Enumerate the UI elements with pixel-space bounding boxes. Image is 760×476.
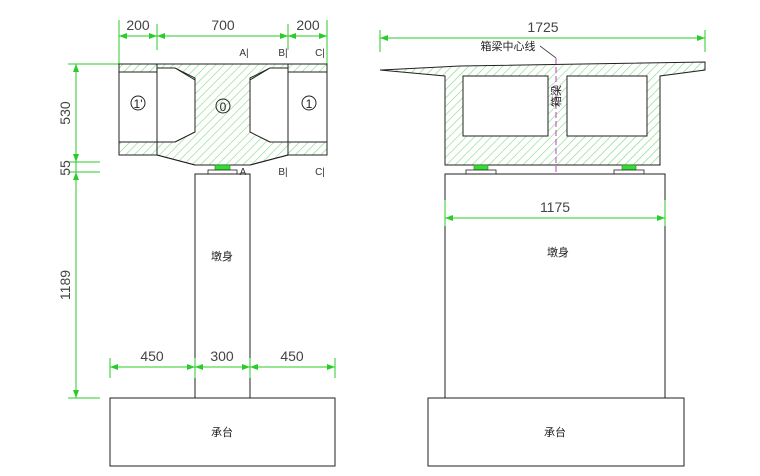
section-b-bottom: B| — [278, 167, 287, 178]
right-cap-label: 承台 — [544, 425, 566, 439]
left-pier-label: 墩身 — [211, 249, 233, 263]
dim-1175: 1175 — [540, 199, 570, 215]
cell-0-label: 0 — [220, 100, 227, 114]
right-pile-cap — [427, 397, 685, 467]
section-c-bottom: C| — [315, 167, 325, 178]
dim-450-left: 450 — [140, 348, 164, 364]
cell-1prime-label: 1' — [134, 97, 143, 111]
cell-1-label: 1 — [306, 97, 313, 111]
left-top-dimension: 200 700 200 — [118, 17, 328, 64]
dim-200-right: 200 — [296, 17, 320, 33]
left-bearing — [207, 164, 238, 175]
right-mid-dimension: 1175 — [444, 199, 666, 226]
girder-label: 箱梁 — [549, 85, 563, 107]
left-girder-section: 1' 0 1 A| B| C| A B| C| — [118, 48, 328, 178]
dim-300: 300 — [210, 348, 234, 364]
section-a-bottom: A — [240, 167, 247, 178]
section-c-top: C| — [315, 48, 325, 59]
left-pier-column — [194, 173, 251, 399]
section-a-top: A| — [239, 48, 248, 59]
right-top-dimension: 1725 — [379, 19, 706, 52]
left-bottom-dimension: 450 300 450 — [109, 348, 336, 378]
right-girder-void-left — [462, 75, 549, 137]
section-b-top: B| — [278, 48, 287, 59]
dim-530: 530 — [57, 101, 73, 125]
right-bearings — [465, 164, 645, 175]
dim-55: 55 — [57, 160, 73, 176]
right-pier-label: 墩身 — [547, 245, 569, 259]
cell-1-marker — [301, 95, 317, 111]
cell-0-marker — [215, 98, 231, 114]
dim-1725: 1725 — [527, 19, 558, 35]
dim-1189: 1189 — [57, 270, 73, 300]
left-view: 200 700 200 530 55 1189 — [57, 17, 336, 467]
dim-200-left: 200 — [126, 17, 150, 33]
centerline-leader — [539, 45, 557, 59]
cell-1prime-marker — [130, 95, 146, 111]
right-view: 1725 箱梁中心线 箱梁 1175 墩身 — [379, 19, 706, 467]
left-pile-cap — [109, 397, 336, 467]
left-vertical-dimension: 530 55 1189 — [57, 63, 119, 399]
right-girder-void-right — [566, 75, 648, 137]
left-cap-label: 承台 — [211, 425, 233, 439]
dim-450-right: 450 — [280, 348, 304, 364]
centerline-label: 箱梁中心线 — [481, 39, 536, 53]
dim-700: 700 — [211, 17, 235, 33]
